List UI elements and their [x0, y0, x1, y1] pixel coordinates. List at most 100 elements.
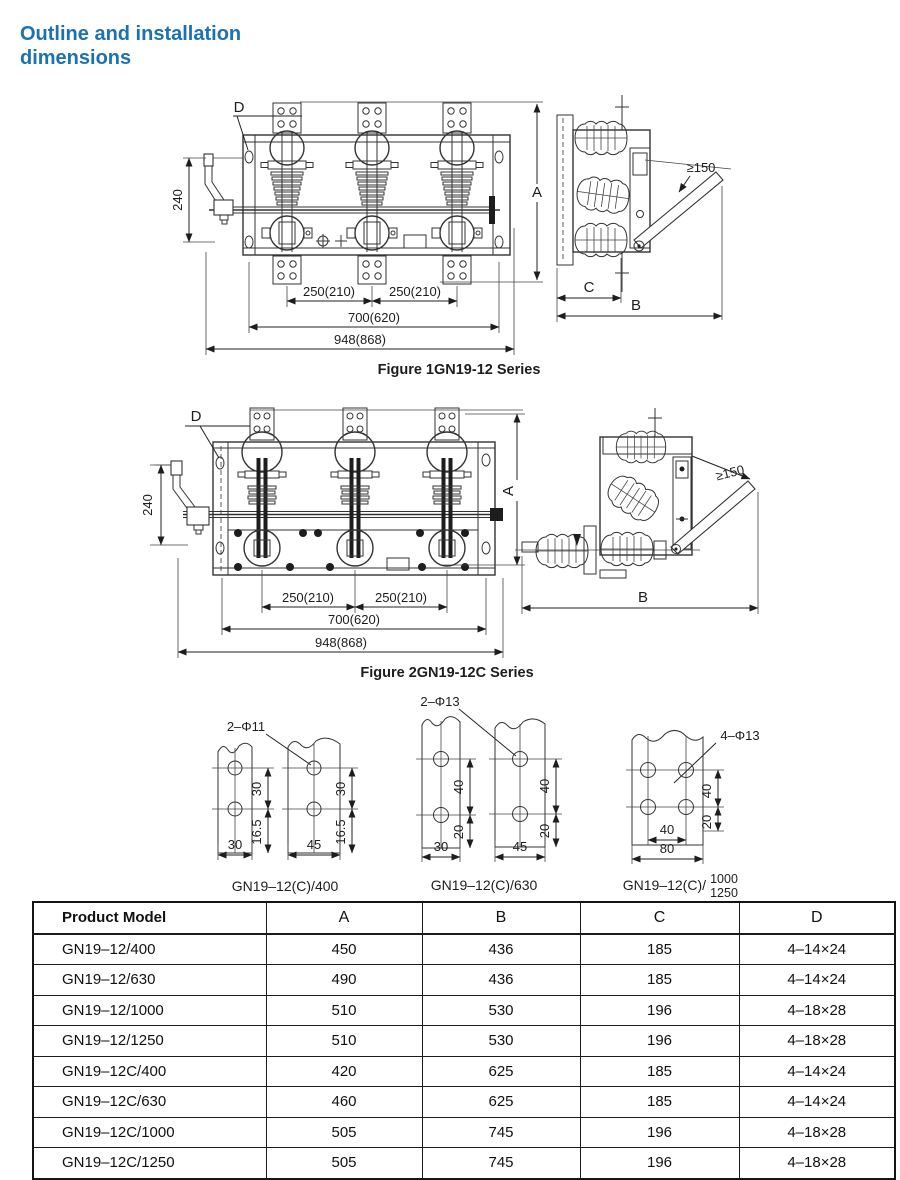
- page-title-line2: dimensions: [20, 47, 132, 69]
- cell-c: 196: [579, 1147, 740, 1179]
- dim-40-v: 40: [699, 784, 714, 798]
- dim-label-948: 948(868): [334, 332, 386, 347]
- table-row: GN19–12C/400 420 625 185 4–14×24: [32, 1055, 896, 1087]
- figure1-front-view: [203, 101, 543, 285]
- cell-b: 530: [421, 994, 581, 1026]
- hole-pattern-1250-caption-top: 1000: [710, 872, 738, 886]
- dim-label-span2: 250(210): [389, 284, 441, 299]
- table-row: GN19–12C/1000 505 745 196 4–18×28: [32, 1116, 896, 1148]
- technical-drawings: D 240 A 250(210) 250(210): [140, 95, 760, 900]
- dim-label-c: C: [584, 279, 595, 296]
- dim-label-700: 700(620): [348, 310, 400, 325]
- cell-product-model: GN19–12C/630: [32, 1086, 267, 1118]
- figure2-front-view: [155, 407, 523, 576]
- cell-a: 505: [265, 1147, 423, 1179]
- figure2-dim-948: 948(868): [177, 558, 504, 658]
- figure2: D 240 A 250(210) 250(210): [140, 407, 759, 681]
- cell-b: 436: [421, 933, 581, 965]
- dim-label-min150: ≥150: [714, 462, 746, 484]
- hole-label-2phi13: 2–Φ13: [420, 694, 459, 709]
- cell-d: 4–18×28: [738, 1147, 896, 1179]
- dim-label-b: B: [638, 589, 648, 606]
- cell-a: 450: [265, 933, 423, 965]
- dim-40-v: 40: [451, 780, 466, 794]
- figure1: D 240 A 250(210) 250(210): [170, 95, 732, 378]
- figure2-side-view: ≥150 B: [515, 408, 759, 614]
- cell-product-model: GN19–12C/400: [32, 1055, 267, 1087]
- cell-c: 196: [579, 1116, 740, 1148]
- figure2-caption: Figure 2GN19-12C Series: [360, 665, 533, 681]
- figure1-dim-948: 948(868): [205, 228, 515, 355]
- cell-c: 196: [579, 1025, 740, 1057]
- figure2-dim-A: A: [440, 413, 525, 566]
- dim-label-240: 240: [170, 189, 185, 211]
- dim-30-h: 30: [228, 837, 242, 852]
- dim-20-v: 20: [699, 815, 714, 829]
- cell-d: 4–14×24: [738, 1055, 896, 1087]
- dim-45-h: 45: [307, 837, 321, 852]
- table-row: GN19–12/630 490 436 185 4–14×24: [32, 964, 896, 996]
- cell-a: 460: [265, 1086, 423, 1118]
- header-product-model: Product Model: [32, 901, 267, 935]
- dim-16-5-v2: 16.5: [333, 819, 348, 844]
- cell-a: 510: [265, 994, 423, 1026]
- cell-product-model: GN19–12C/1000: [32, 1116, 267, 1148]
- cell-c: 196: [579, 994, 740, 1026]
- table-row: GN19–12C/1250 505 745 196 4–18×28: [32, 1147, 896, 1179]
- table-row: GN19–12/1250 510 530 196 4–18×28: [32, 1025, 896, 1057]
- dim-45-h: 45: [513, 839, 527, 854]
- dim-label-d: D: [234, 99, 245, 116]
- figure1-dim-A: A: [532, 103, 542, 281]
- dim-label-min150: ≥150: [687, 160, 716, 175]
- cell-product-model: GN19–12/630: [32, 964, 267, 996]
- cell-a: 505: [265, 1116, 423, 1148]
- cell-d: 4–18×28: [738, 1116, 896, 1148]
- cell-d: 4–18×28: [738, 1025, 896, 1057]
- dim-30-v2: 30: [333, 782, 348, 796]
- spec-table: Product Model A B C D GN19–12/400 450 43…: [32, 901, 896, 1180]
- cell-c: 185: [579, 964, 740, 996]
- figure1-dim-240: 240: [170, 157, 215, 243]
- dim-40-v2: 40: [537, 779, 552, 793]
- dim-label-948: 948(868): [315, 635, 367, 650]
- cell-a: 420: [265, 1055, 423, 1087]
- hole-pattern-400: 2–Φ11 30 16.5 30 30 16.5 45 GN19–12(C)/4…: [212, 719, 358, 894]
- figure1-caption: Figure 1GN19-12 Series: [378, 362, 541, 378]
- cell-product-model: GN19–12/400: [32, 933, 267, 965]
- figure1-dim-D: D: [233, 99, 302, 151]
- dim-label-span2: 250(210): [375, 590, 427, 605]
- cell-b: 625: [421, 1086, 581, 1118]
- hole-pattern-400-caption: GN19–12(C)/400: [232, 878, 339, 894]
- operating-shaft: [183, 508, 503, 521]
- figure2-dim-D: D: [185, 408, 250, 459]
- dim-label-700: 700(620): [328, 612, 380, 627]
- dim-label-span1: 250(210): [282, 590, 334, 605]
- dim-label-a: A: [500, 486, 517, 496]
- cell-d: 4–14×24: [738, 933, 896, 965]
- cell-d: 4–14×24: [738, 1086, 896, 1118]
- base-markings: [316, 234, 427, 249]
- dim-20-v2: 20: [537, 824, 552, 838]
- operating-handle: [155, 460, 210, 535]
- cell-b: 625: [421, 1055, 581, 1087]
- operating-lever: [670, 455, 756, 555]
- cell-product-model: GN19–12C/1250: [32, 1147, 267, 1179]
- dim-30-h: 30: [434, 839, 448, 854]
- operating-lever: [633, 159, 732, 252]
- cell-c: 185: [579, 1086, 740, 1118]
- cell-d: 4–14×24: [738, 964, 896, 996]
- figure1-dim-C: C: [556, 258, 622, 322]
- cell-a: 490: [265, 964, 423, 996]
- figure1-dim-min150: ≥150: [678, 160, 716, 193]
- header-a: A: [265, 901, 423, 935]
- dim-label-d: D: [191, 408, 202, 425]
- cell-c: 185: [579, 933, 740, 965]
- cell-d: 4–18×28: [738, 994, 896, 1026]
- figure1-dim-B: B: [556, 186, 723, 320]
- hole-pattern-1250-caption-bottom: 1250: [710, 886, 738, 900]
- figure1-side-view: ≥150 C B: [556, 95, 732, 322]
- cell-b: 530: [421, 1025, 581, 1057]
- table-row: GN19–12/1000 510 530 196 4–18×28: [32, 994, 896, 1026]
- hole-pattern-1000-1250: 4–Φ13 40 20 40 80 GN19–12(C)/ 1000 1250: [623, 728, 760, 900]
- dim-30-v: 30: [249, 782, 264, 796]
